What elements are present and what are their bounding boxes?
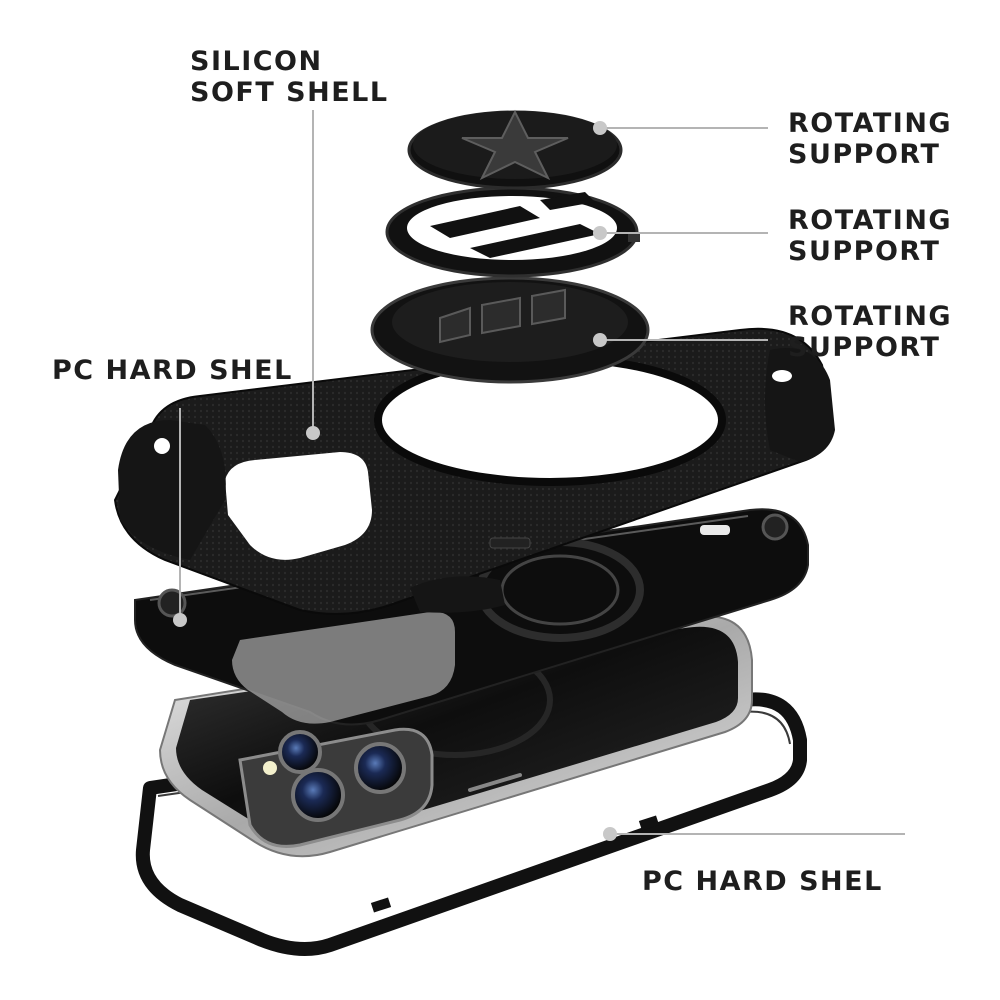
silicon-soft-shell [113, 327, 835, 615]
label-rotating-support-top: ROTATING SUPPORT [788, 108, 952, 170]
label-line: ROTATING [788, 108, 953, 139]
label-line: SILICON [190, 46, 323, 77]
callout-leaders [173, 110, 905, 841]
rotating-support-top [407, 109, 623, 190]
label-line: PC HARD SHEL [52, 355, 293, 386]
rotating-support-base [370, 276, 650, 384]
label-pc-hard-shell-front: PC HARD SHEL [642, 866, 883, 897]
label-line: ROTATING [788, 205, 953, 236]
label-line: PC HARD SHEL [642, 866, 883, 897]
label-line: SUPPORT [788, 236, 941, 267]
back-hard-shell [134, 508, 809, 726]
label-line: SUPPORT [788, 332, 941, 363]
label-rotating-support-middle: ROTATING SUPPORT [788, 205, 952, 267]
phone [158, 615, 753, 858]
label-silicon-soft-shell: SILICON SOFT SHELL [190, 46, 389, 108]
label-rotating-support-base: ROTATING SUPPORT [788, 301, 952, 363]
label-line: ROTATING [788, 301, 953, 332]
label-line: SOFT SHELL [190, 77, 389, 108]
label-pc-hard-shell-back: PC HARD SHEL [52, 355, 293, 386]
label-line: SUPPORT [788, 139, 941, 170]
rotating-support-middle [385, 186, 640, 278]
